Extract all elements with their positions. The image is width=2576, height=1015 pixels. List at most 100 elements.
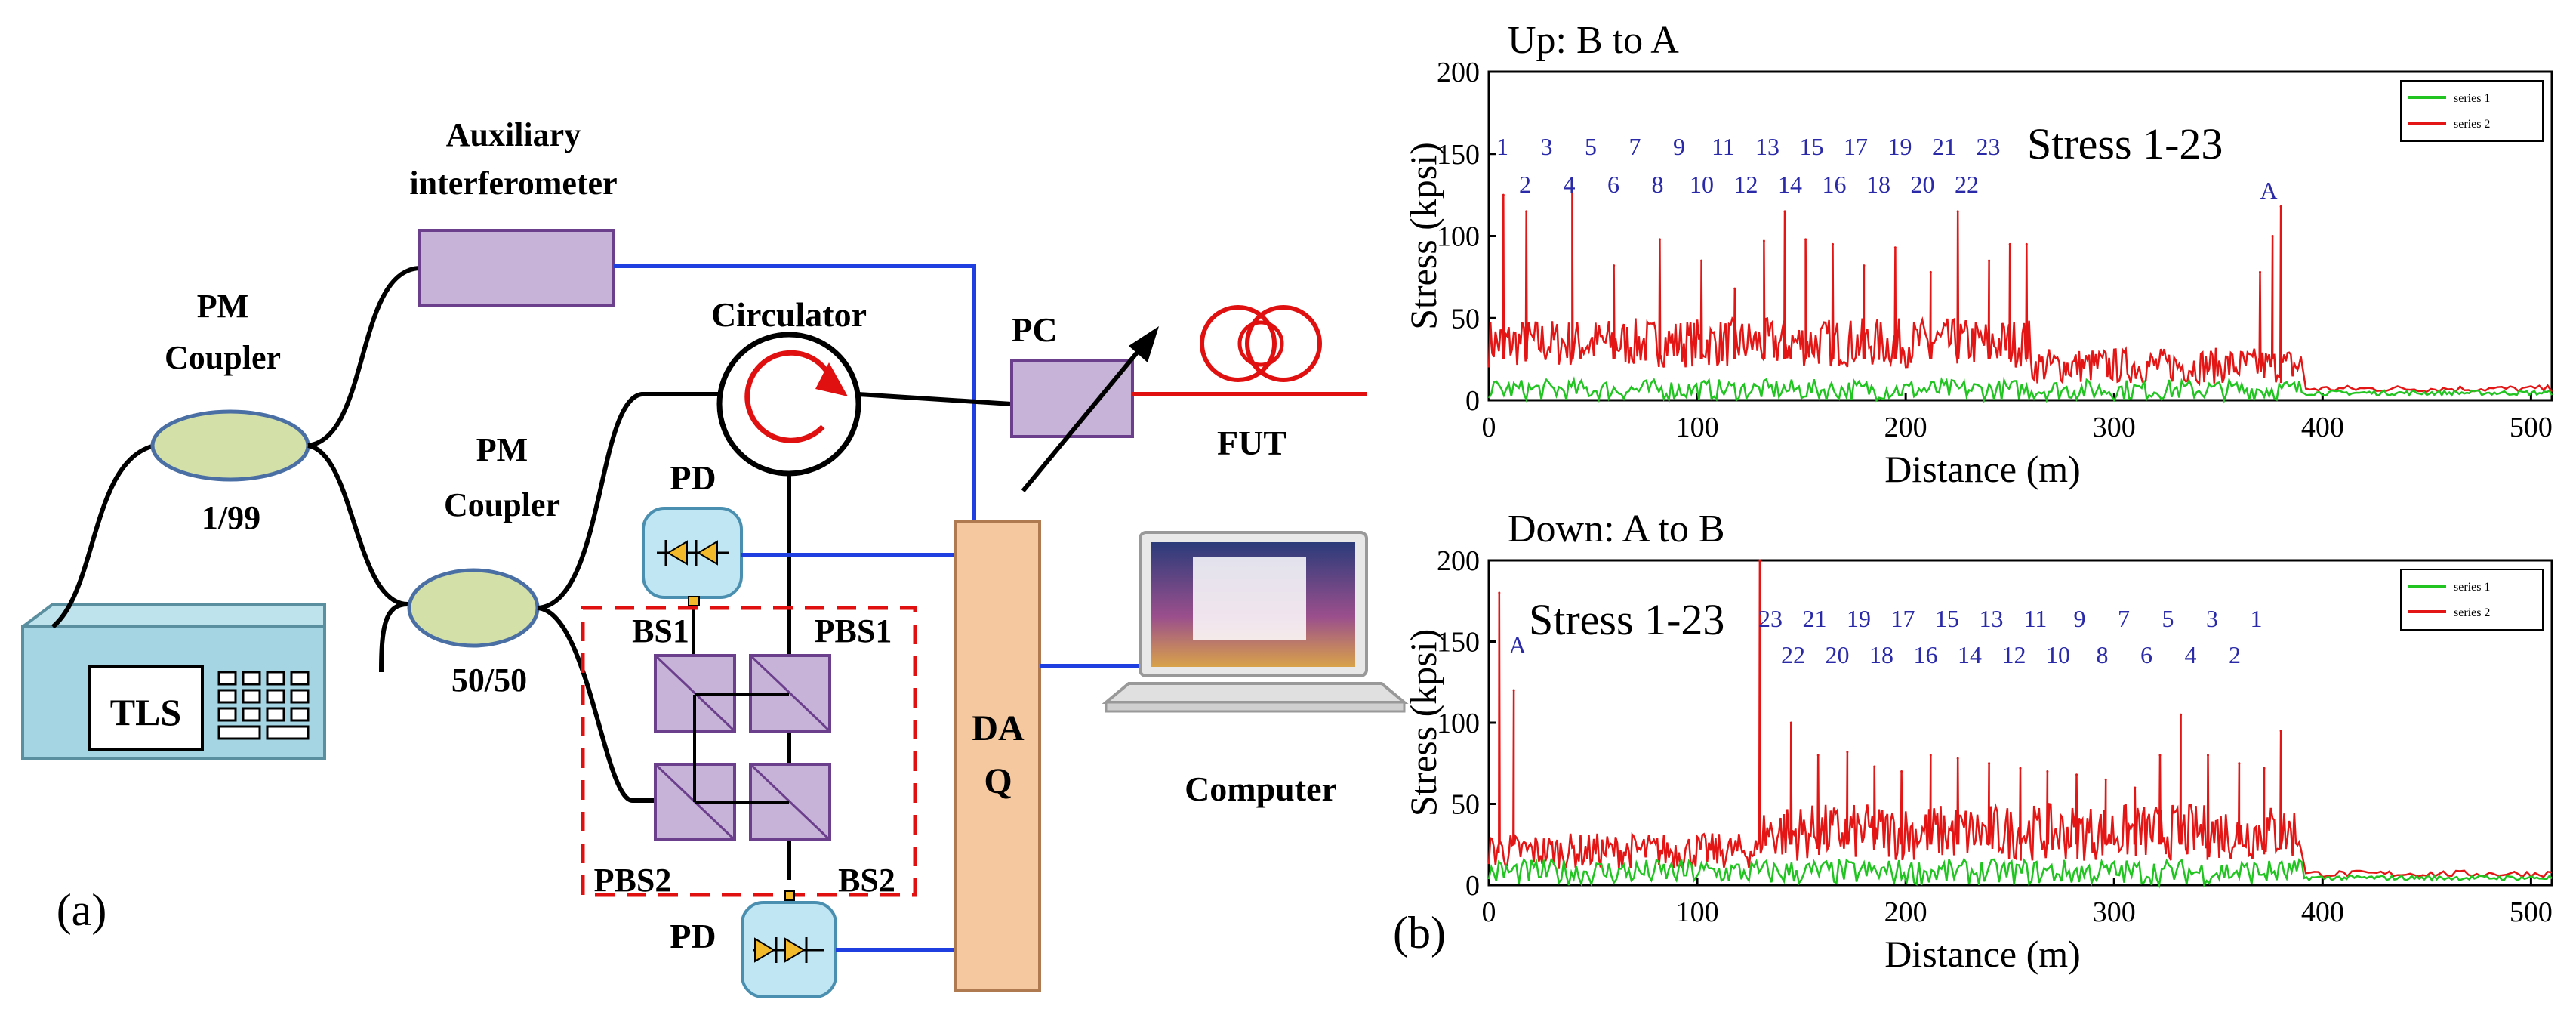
computer-label: Computer xyxy=(1185,770,1337,808)
stress-number-label: 9 xyxy=(2074,605,2086,632)
pm-coupler-1-label-line1: PM xyxy=(197,288,248,325)
fiber-circulator-pc xyxy=(858,392,1012,406)
x-axis-label: Distance (m) xyxy=(1884,448,2081,490)
ratio-2-label: 50/50 xyxy=(451,662,527,699)
peak-point xyxy=(2263,767,2266,770)
stress-number-label: 1 xyxy=(1496,133,1508,160)
y-axis-label: Stress (kpsi) xyxy=(1402,629,1444,817)
polarization-diversity-box xyxy=(581,606,917,897)
laptop-icon xyxy=(1102,531,1409,713)
stress-number-label: 16 xyxy=(1914,641,1938,668)
legend-box xyxy=(2400,80,2544,142)
y-tick-label: 50 xyxy=(1451,303,1480,335)
stress-number-label: 6 xyxy=(1607,171,1619,198)
x-tick-label: 100 xyxy=(1676,896,1719,928)
stress-number-label: 16 xyxy=(1823,171,1847,198)
x-tick-label: 200 xyxy=(1884,412,1927,443)
x-tick-label: 300 xyxy=(2093,412,2136,443)
daq xyxy=(954,520,1041,992)
peak-point xyxy=(2180,713,2183,716)
auxiliary-interferometer xyxy=(418,229,615,307)
y-tick-label: 100 xyxy=(1437,221,1480,253)
stress-number-label: 3 xyxy=(1541,133,1553,160)
stress-number-label: 3 xyxy=(2206,605,2218,632)
y-tick-label: 150 xyxy=(1437,627,1480,659)
legend-entry: series 1 xyxy=(2454,92,2490,105)
stress-number-label: 11 xyxy=(1712,133,1735,160)
stress-number-label: 22 xyxy=(1781,641,1805,668)
peak-point xyxy=(1832,242,1835,245)
peak-point xyxy=(1988,259,1991,262)
peak-point xyxy=(2134,786,2137,789)
stress-number-label: 8 xyxy=(2097,641,2109,668)
peak-point xyxy=(1512,689,1515,692)
stress-number-label: 19 xyxy=(1888,133,1912,160)
stress-number-label: 18 xyxy=(1866,171,1890,198)
aux-to-daq-wire xyxy=(614,264,976,525)
stress-number-label: 5 xyxy=(1585,133,1597,160)
pm-coupler-2-label-line1: PM xyxy=(476,431,528,468)
bs2-label: BS2 xyxy=(838,862,895,899)
y-tick-label: 150 xyxy=(1437,139,1480,171)
x-tick-label: 200 xyxy=(1884,896,1927,928)
stress-number-label: 23 xyxy=(1758,605,1783,632)
stress-number-label: 15 xyxy=(1800,133,1824,160)
stress-number-label: 12 xyxy=(2002,641,2026,668)
stress-number-label: 7 xyxy=(2118,605,2130,632)
fiber-spool-icon xyxy=(1245,305,1322,382)
peak-point xyxy=(1700,259,1703,262)
peak-point xyxy=(2075,773,2078,776)
peak-point xyxy=(2158,754,2162,757)
peak-point xyxy=(1525,210,1528,213)
stress-annotation: Stress 1-23 xyxy=(2027,119,2223,168)
stress-number-label: 20 xyxy=(1911,171,1935,198)
x-tick-label: 500 xyxy=(2510,896,2553,928)
daq-label-line2: Q xyxy=(984,761,1012,801)
tls-label: TLS xyxy=(110,691,182,733)
stress-number-label: 17 xyxy=(1891,605,1915,632)
photodiode-icon xyxy=(753,937,824,963)
stress-annotation: Stress 1-23 xyxy=(1529,595,1724,644)
fiber-coupler1-coupler2 xyxy=(307,443,408,606)
marker-a-label: A xyxy=(1508,631,1526,659)
pd-bottom-label: PD xyxy=(670,917,716,955)
fut-label: FUT xyxy=(1217,424,1286,462)
stress-number-label: 21 xyxy=(1803,605,1827,632)
peak-point xyxy=(1804,238,1807,241)
peak-point xyxy=(1498,591,1501,594)
peak-point xyxy=(1900,770,1903,773)
daq-label-line1: DA xyxy=(972,708,1025,748)
fiber-coupler2-pbs2 xyxy=(537,606,710,803)
x-tick-label: 300 xyxy=(2093,896,2136,928)
x-tick-label: 400 xyxy=(2301,412,2344,443)
stress-number-label: 2 xyxy=(2229,641,2241,668)
tls-source: TLS xyxy=(21,603,326,760)
x-axis-label: Distance (m) xyxy=(1884,933,2081,975)
peak-point xyxy=(1789,721,1792,724)
peak-point xyxy=(2025,242,2028,245)
fiber-coupler1-aux xyxy=(307,266,420,448)
series-red-line xyxy=(1487,560,2553,878)
pbs1-label: PBS1 xyxy=(815,612,892,649)
legend-entry: series 1 xyxy=(2454,581,2490,594)
aux-label-line2: interferometer xyxy=(409,165,617,202)
pm-coupler-1-label-line2: Coupler xyxy=(165,339,281,376)
peak-point xyxy=(2019,767,2022,770)
peak-point xyxy=(1613,264,1616,267)
series-green-line xyxy=(1487,376,2553,404)
bs1-label: BS1 xyxy=(632,612,689,649)
peak-point xyxy=(1956,210,1959,213)
peak-point xyxy=(2271,235,2274,237)
x-tick-label: 0 xyxy=(1482,896,1496,928)
legend-entry: series 2 xyxy=(2454,118,2490,131)
peak-point xyxy=(1873,765,1876,768)
peak-point xyxy=(1956,757,1959,760)
stress-number-label: 14 xyxy=(1958,641,1982,668)
stress-number-label: 4 xyxy=(1564,171,1576,198)
y-axis-label: Stress (kpsi) xyxy=(1402,142,1444,330)
pc-label: PC xyxy=(1011,310,1057,349)
